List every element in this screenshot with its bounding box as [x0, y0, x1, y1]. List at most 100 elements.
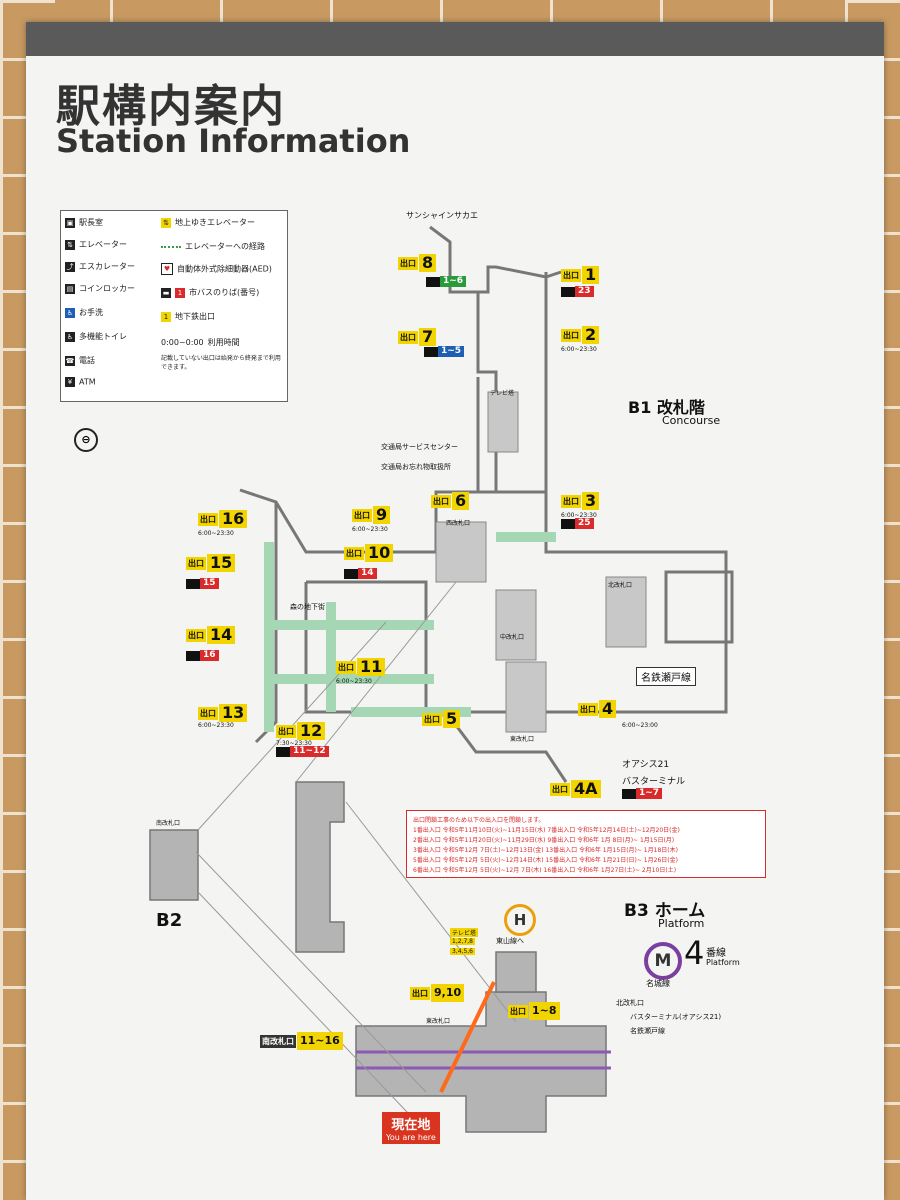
bus-stop-11-12: 11~12	[276, 746, 329, 757]
exit-tag: 出口	[186, 556, 206, 570]
notice-row: 3番出入口 令和5年12月 7日(土)~12月13日(金) 13番出入口 令和6…	[413, 847, 678, 854]
exit-tag: 出口	[398, 330, 418, 344]
exit-number: 12	[297, 722, 326, 740]
meitetsu-seto-line: 名鉄瀬戸線	[636, 667, 696, 686]
title-japanese: 駅構内案内	[56, 81, 286, 132]
telephone-icon: ☎	[65, 355, 75, 366]
legend-path: エレベーターへの経路	[161, 241, 265, 252]
meijo-line-icon: M	[644, 942, 682, 980]
bus-stop-1-7: 1~7	[622, 788, 663, 799]
aed-icon: ♥	[161, 263, 173, 275]
b3-info-exits-a: 1,2,7,8	[450, 938, 475, 945]
top-landmark: サンシャインサカエ	[406, 211, 478, 220]
b3-east-gate: 東改札口	[426, 1018, 451, 1025]
path-icon	[161, 245, 181, 248]
exit-tag: 南改札口	[260, 1034, 296, 1048]
exit-number: 4A	[571, 780, 601, 798]
bus-icon	[186, 650, 200, 661]
legend-locker: ▤コインロッカー	[65, 283, 135, 294]
bus-number: 16	[200, 650, 219, 661]
b1-gates	[435, 391, 647, 733]
exit-tag: 出口	[276, 724, 296, 738]
platform-number: 4	[684, 934, 705, 972]
exit-number: 15	[207, 554, 236, 572]
exit-tag: 出口	[508, 1004, 528, 1018]
notice-row: 6番出入口 令和5年12月 5日(火)~12月 7日(木) 16番出入口 令和6…	[413, 867, 677, 874]
legend-aed: ♥自動体外式除細動器(AED)	[161, 263, 272, 275]
exit-tag: 出口	[352, 508, 372, 522]
notice-row: 1番出入口 令和5年11月10日(火)~11月15日(水) 7番出入口 令和5年…	[413, 827, 680, 834]
b3-bus-terminal: バスターミナル(オアシス21)	[630, 1013, 722, 1021]
gate-south-b2: 南改札口	[156, 820, 181, 827]
exit-number: 5	[443, 710, 461, 728]
b1-level-label: B1 改札階	[628, 398, 705, 417]
b3-north-gate: 北改札口	[616, 999, 644, 1007]
connector-lines	[195, 581, 517, 1133]
hours-exit-13: 6:00~23:30	[198, 722, 234, 729]
board-header-strip	[26, 22, 884, 56]
meijo-tracks	[356, 1050, 611, 1070]
exit-number: 9	[373, 506, 391, 524]
gate-east: 東改札口	[510, 736, 535, 743]
exit-number: 2	[582, 326, 600, 344]
north-gate-area	[605, 576, 647, 648]
exit-number: 1~8	[529, 1002, 560, 1020]
higashiyama-line-icon: H	[504, 904, 536, 936]
b1-level-en: Concourse	[662, 414, 721, 427]
bus-icon	[622, 788, 636, 799]
hours-exit-4: 6:00~23:00	[622, 722, 658, 729]
atm-icon: ¥	[65, 377, 75, 387]
exit-icon: 1	[161, 311, 171, 322]
bus-number: 11~12	[290, 746, 329, 757]
hours-exit-12: 7:30~23:30	[276, 740, 312, 747]
gate-center: 中改札口	[500, 634, 525, 641]
exit-number: 8	[419, 254, 437, 272]
b3-info-tower: テレビ塔	[450, 928, 479, 937]
you-are-here-pointer	[439, 981, 496, 1093]
exit-tag: 出口	[336, 660, 356, 674]
bus-icon	[424, 346, 438, 357]
bus-stop-1-5: 1~5	[424, 346, 465, 357]
b3-map	[355, 951, 607, 1133]
exit-tag: 出口	[431, 494, 451, 508]
closure-notice: 出口閉鎖工事のため以下の出入口を閉鎖します。 1番出入口 令和5年11月10日(…	[406, 810, 766, 878]
oasis21-label: オアシス21	[622, 760, 670, 770]
gate-west: 西改札口	[446, 520, 471, 527]
legend: ▣駅長室 ⇅エレベーター ⤴エスカレーター ▤コインロッカー ♿お手洗 ♿多機能…	[60, 210, 288, 402]
bus-icon	[426, 276, 440, 287]
exit-tag: 出口	[561, 268, 581, 282]
you-are-here-marker: 現在地 You are here	[382, 1112, 440, 1144]
exit-tag: 出口	[550, 782, 570, 796]
clock-icon: 0:00~0:00	[161, 338, 204, 347]
legend-escalator: ⤴エスカレーター	[65, 261, 135, 272]
you-are-here-jp: 現在地	[391, 1118, 431, 1133]
service-center: 交通局サービスセンター	[381, 443, 458, 451]
bus-terminal-label: バスターミナル	[622, 777, 686, 787]
exit-number: 16	[219, 510, 248, 528]
legend-atm: ¥ATM	[65, 377, 96, 387]
exit-number: 9,10	[431, 984, 465, 1002]
bus-icon	[186, 578, 200, 589]
bus-number: 23	[575, 286, 594, 297]
ground-elevator-icon: ⇅	[161, 217, 171, 228]
exit-tag: 出口	[578, 702, 598, 716]
legend-telephone: ☎電話	[65, 355, 95, 366]
hours-exit-3: 6:00~23:30	[561, 512, 597, 519]
bus-icon	[561, 286, 575, 297]
meijo-line-label: 名城線	[646, 979, 670, 988]
legend-toilet: ♿お手洗	[65, 307, 103, 318]
b1-green-areas	[264, 532, 556, 732]
exit-number: 13	[219, 704, 248, 722]
exit-tag: 出口	[344, 546, 364, 560]
exit-number: 10	[365, 544, 394, 562]
